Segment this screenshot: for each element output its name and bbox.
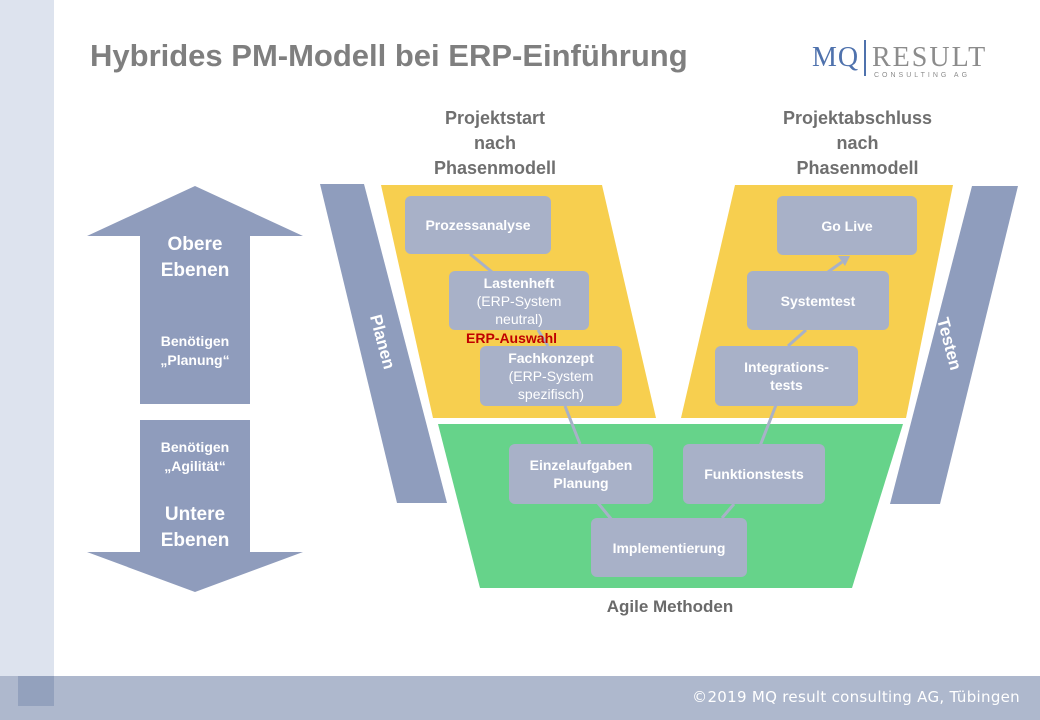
box-fachkonzept-sub-1: (ERP-System xyxy=(508,368,594,384)
box-einzelaufgaben-title-2: Planung xyxy=(553,475,609,491)
arrow-down-sub-line-1: Benötigen xyxy=(160,439,230,455)
phase-start-line-3: Phasenmodell xyxy=(433,158,557,178)
box-prozessanalyse: Prozessanalyse xyxy=(405,196,551,254)
logo-divider xyxy=(864,40,866,76)
box-prozessanalyse-shape xyxy=(405,196,551,254)
box-systemtest-shape xyxy=(747,271,889,330)
phase-end-line-1: Projektabschluss xyxy=(782,108,933,128)
box-golive-title: Go Live xyxy=(821,217,873,234)
box-integrationstests-shape xyxy=(715,346,858,406)
box-funktionstests-title: Funktionstests xyxy=(704,466,804,482)
footer-copyright: ©2019 MQ result consulting AG, Tübingen xyxy=(692,688,1020,706)
arrow-down-main-label: Untere Ebenen xyxy=(140,502,250,554)
box-lastenheft-sub-2: neutral) xyxy=(495,310,543,327)
arrow-up-main-line-1: Obere xyxy=(167,234,223,255)
box-lastenheft-sub-1: (ERP-System xyxy=(476,292,562,309)
phase-end-line-2: nach xyxy=(836,133,879,153)
box-implementierung-shape xyxy=(591,518,747,577)
phase-end-line-3: Phasenmodell xyxy=(796,158,919,178)
logo-mq: MQ xyxy=(812,42,860,73)
box-fachkonzept-sub-2: spezifisch) xyxy=(517,386,585,402)
footer-bar xyxy=(0,676,1040,720)
box-fachkonzept: Fachkonzept (ERP-System spezifisch) xyxy=(480,346,622,406)
testen-bar-shape xyxy=(890,186,1018,504)
arrow-down-main-line-1: Untere xyxy=(164,504,226,525)
erp-auswahl-label: ERP-Auswahl xyxy=(466,330,558,346)
box-systemtest-title: Systemtest xyxy=(780,292,856,309)
arrow-up-main-line-2: Ebenen xyxy=(160,260,230,281)
box-integrationstests-title-1: Integrations- xyxy=(744,359,829,375)
arrow-down-sub-label: Benötigen „Agilität“ xyxy=(140,438,250,476)
left-decor-strip xyxy=(0,0,54,720)
arrow-up-shape xyxy=(87,186,303,404)
footer-corner-square xyxy=(18,676,54,706)
arrow-down-sub-line-2: „Agilität“ xyxy=(164,458,226,474)
box-lastenheft: Lastenheft (ERP-System neutral) xyxy=(449,271,589,330)
box-fachkonzept-title: Fachkonzept xyxy=(508,350,594,366)
box-implementierung-title: Implementierung xyxy=(612,539,726,556)
arrow-down-shape xyxy=(87,420,303,592)
arrow-down-main-line-2: Ebenen xyxy=(160,530,230,551)
phase-label-start: Projektstart nach Phasenmodell xyxy=(410,106,580,181)
box-lastenheft-title: Lastenheft xyxy=(483,274,555,291)
logo-result: RESULT xyxy=(872,42,988,73)
page-title: Hybrides PM-Modell bei ERP-Einführung xyxy=(90,38,688,73)
box-golive-shape xyxy=(777,196,917,255)
box-einzelaufgaben: Einzelaufgaben Planung xyxy=(509,444,653,504)
box-implementierung: Implementierung xyxy=(591,518,747,577)
box-lastenheft-shape xyxy=(449,271,589,330)
planen-bar-shape xyxy=(320,184,447,503)
agile-methods-label: Agile Methoden xyxy=(606,597,734,616)
arrow-up-main-label: Obere Ebenen xyxy=(140,232,250,284)
arrowhead-golive xyxy=(838,256,850,266)
phase-start-line-1: Projektstart xyxy=(444,108,546,128)
box-einzelaufgaben-title-1: Einzelaufgaben xyxy=(529,457,633,473)
box-funktionstests: Funktionstests xyxy=(683,444,825,504)
box-golive: Go Live xyxy=(777,196,917,255)
box-systemtest: Systemtest xyxy=(747,271,889,330)
box-prozessanalyse-title: Prozessanalyse xyxy=(425,217,531,233)
company-logo: MQ RESULT CONSULTING AG xyxy=(812,36,1002,84)
arrow-up-sub-line-1: Benötigen xyxy=(160,333,230,349)
box-integrationstests: Integrations- tests xyxy=(715,346,858,406)
process-boxes xyxy=(405,196,917,577)
phase-start-line-2: nach xyxy=(473,133,516,153)
connectors xyxy=(469,252,843,521)
box-integrationstests-title-2: tests xyxy=(770,377,803,393)
box-fachkonzept-shape xyxy=(480,346,622,406)
phase-label-end: Projektabschluss nach Phasenmodell xyxy=(750,106,965,181)
box-einzelaufgaben-shape xyxy=(509,444,653,504)
arrow-up-sub-line-2: „Planung“ xyxy=(160,352,230,368)
logo-subtitle: CONSULTING AG xyxy=(874,72,971,79)
box-funktionstests-shape xyxy=(683,444,825,504)
arrow-up-sub-label: Benötigen „Planung“ xyxy=(140,332,250,370)
